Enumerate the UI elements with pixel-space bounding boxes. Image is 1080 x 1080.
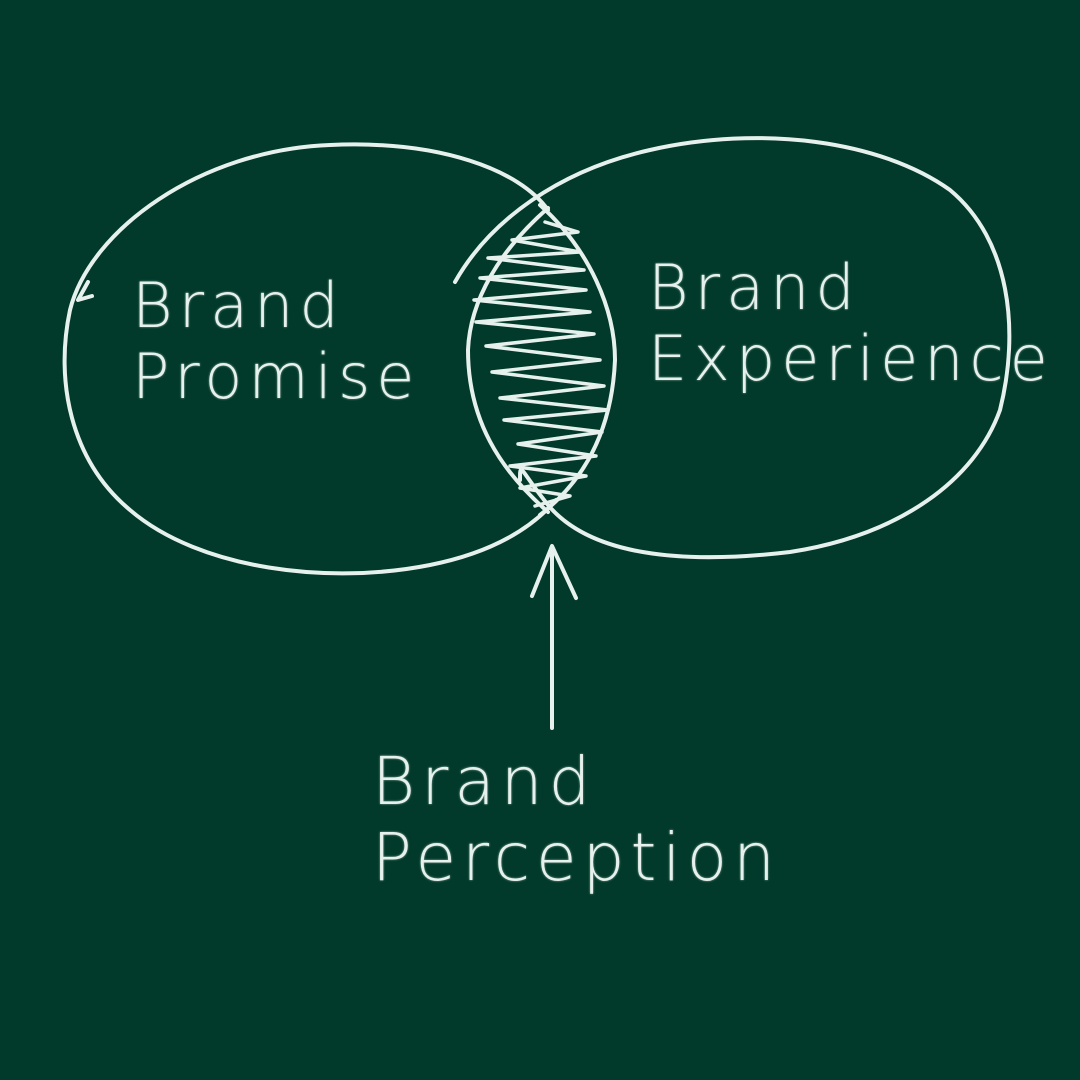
brand-experience-label: Brand Experience <box>648 252 1054 395</box>
experience-circle <box>453 136 1012 560</box>
brand-perception-line2: Perception <box>372 818 781 896</box>
brand-promise-label: Brand Promise <box>132 270 420 413</box>
brand-perception-line1: Brand <box>372 743 597 820</box>
intersection-left-edge <box>466 206 550 514</box>
brand-promise-line1: Brand <box>132 269 345 342</box>
brand-perception-label: Brand Perception <box>372 744 781 896</box>
promise-circle-tick <box>76 280 94 302</box>
brand-experience-line1: Brand <box>648 251 861 324</box>
brand-experience-line2: Experience <box>648 322 1054 396</box>
brand-promise-line2: Promise <box>132 340 421 414</box>
promise-circle <box>62 142 558 576</box>
arrow-up-icon <box>530 544 578 730</box>
intersection-hatching <box>472 220 610 508</box>
